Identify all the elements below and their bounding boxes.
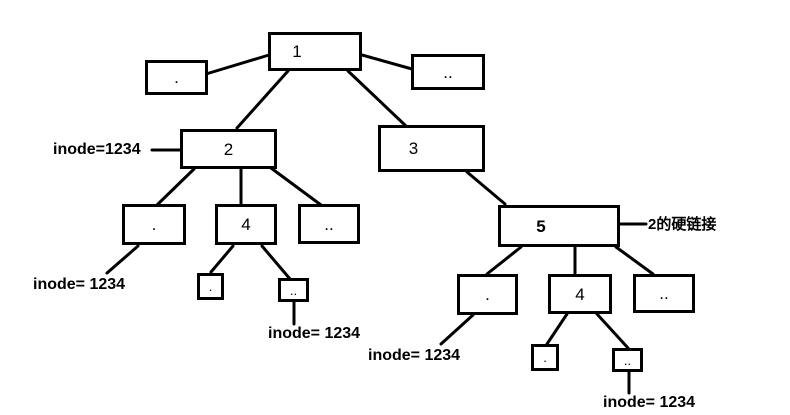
edge-dir5sub4-to-dotdot	[595, 312, 630, 350]
node-dir2-sub4-dotdot: ..	[278, 278, 309, 302]
node-label: 3	[408, 139, 419, 158]
edge-sub4-to-dot	[209, 244, 235, 274]
inode-annotation-dir5-sub4-dotdot: inode= 1234	[603, 394, 696, 411]
node-dir2-sub4-dot: .	[197, 273, 224, 300]
node-dir2: 2	[180, 129, 277, 169]
inode-annotation-dir2-sub4-dotdot: inode= 1234	[268, 325, 361, 342]
node-label: ..	[289, 282, 298, 298]
node-dir3: 3	[378, 125, 485, 172]
edge-dir5sub4-to-dot	[545, 312, 569, 346]
node-label: ..	[659, 284, 669, 303]
hardlink-note: 2的硬链接	[648, 216, 717, 233]
edge-sub4-to-dotdot	[260, 244, 292, 281]
node-dir2-dot: .	[122, 204, 186, 245]
node-label: 4	[241, 215, 251, 234]
node-dir5-sub4-dot: .	[531, 344, 559, 371]
node-dir2-sub4: 4	[215, 204, 277, 245]
edge-dir3-to-dir5	[465, 170, 507, 206]
edge-dir5-to-dotdot	[614, 245, 655, 276]
node-root-dotdot: ..	[411, 54, 485, 90]
node-label: ..	[623, 352, 632, 368]
inode-annotation-dir2: inode=1234	[53, 141, 141, 158]
node-label: 2	[223, 139, 234, 159]
edge-rootdot-to-root	[204, 53, 271, 76]
edge-root-to-dir3	[346, 69, 408, 128]
edge-dir2-to-dot	[155, 167, 196, 207]
node-label: 1	[292, 42, 302, 61]
node-dir5-sub4: 4	[548, 274, 612, 314]
node-label: .	[485, 285, 490, 304]
edge-dir2-to-dotdot	[269, 166, 323, 207]
node-dir5-dotdot: ..	[633, 274, 695, 313]
node-dir2-dotdot: ..	[298, 204, 360, 244]
node-label: ..	[324, 214, 334, 234]
node-dir5-sub4-dotdot: ..	[612, 348, 643, 372]
edge-root-to-rootdotdot	[360, 53, 414, 71]
inode-annotation-dir5-dot: inode= 1234	[368, 347, 461, 364]
node-root-dot: .	[145, 60, 208, 95]
edge-root-to-dir2	[235, 69, 290, 130]
node-label: .	[151, 215, 157, 234]
inode-annotation-dir2-dot: inode= 1234	[33, 276, 126, 293]
node-label: 5	[536, 216, 546, 236]
node-label: 4	[575, 284, 585, 304]
node-label: .	[543, 350, 547, 365]
node-label: .	[174, 68, 179, 87]
node-dir5-dot: .	[457, 274, 518, 315]
node-label: ..	[443, 62, 453, 82]
node-label: .	[208, 279, 213, 294]
edge-dir5dot-to-inode-label	[439, 313, 475, 346]
node-root-dir1: 1	[268, 32, 362, 71]
edge-dir5-to-dot	[485, 245, 523, 276]
edge-dir2dot-to-inode-label	[105, 244, 140, 275]
node-dir5: 5	[498, 205, 620, 247]
